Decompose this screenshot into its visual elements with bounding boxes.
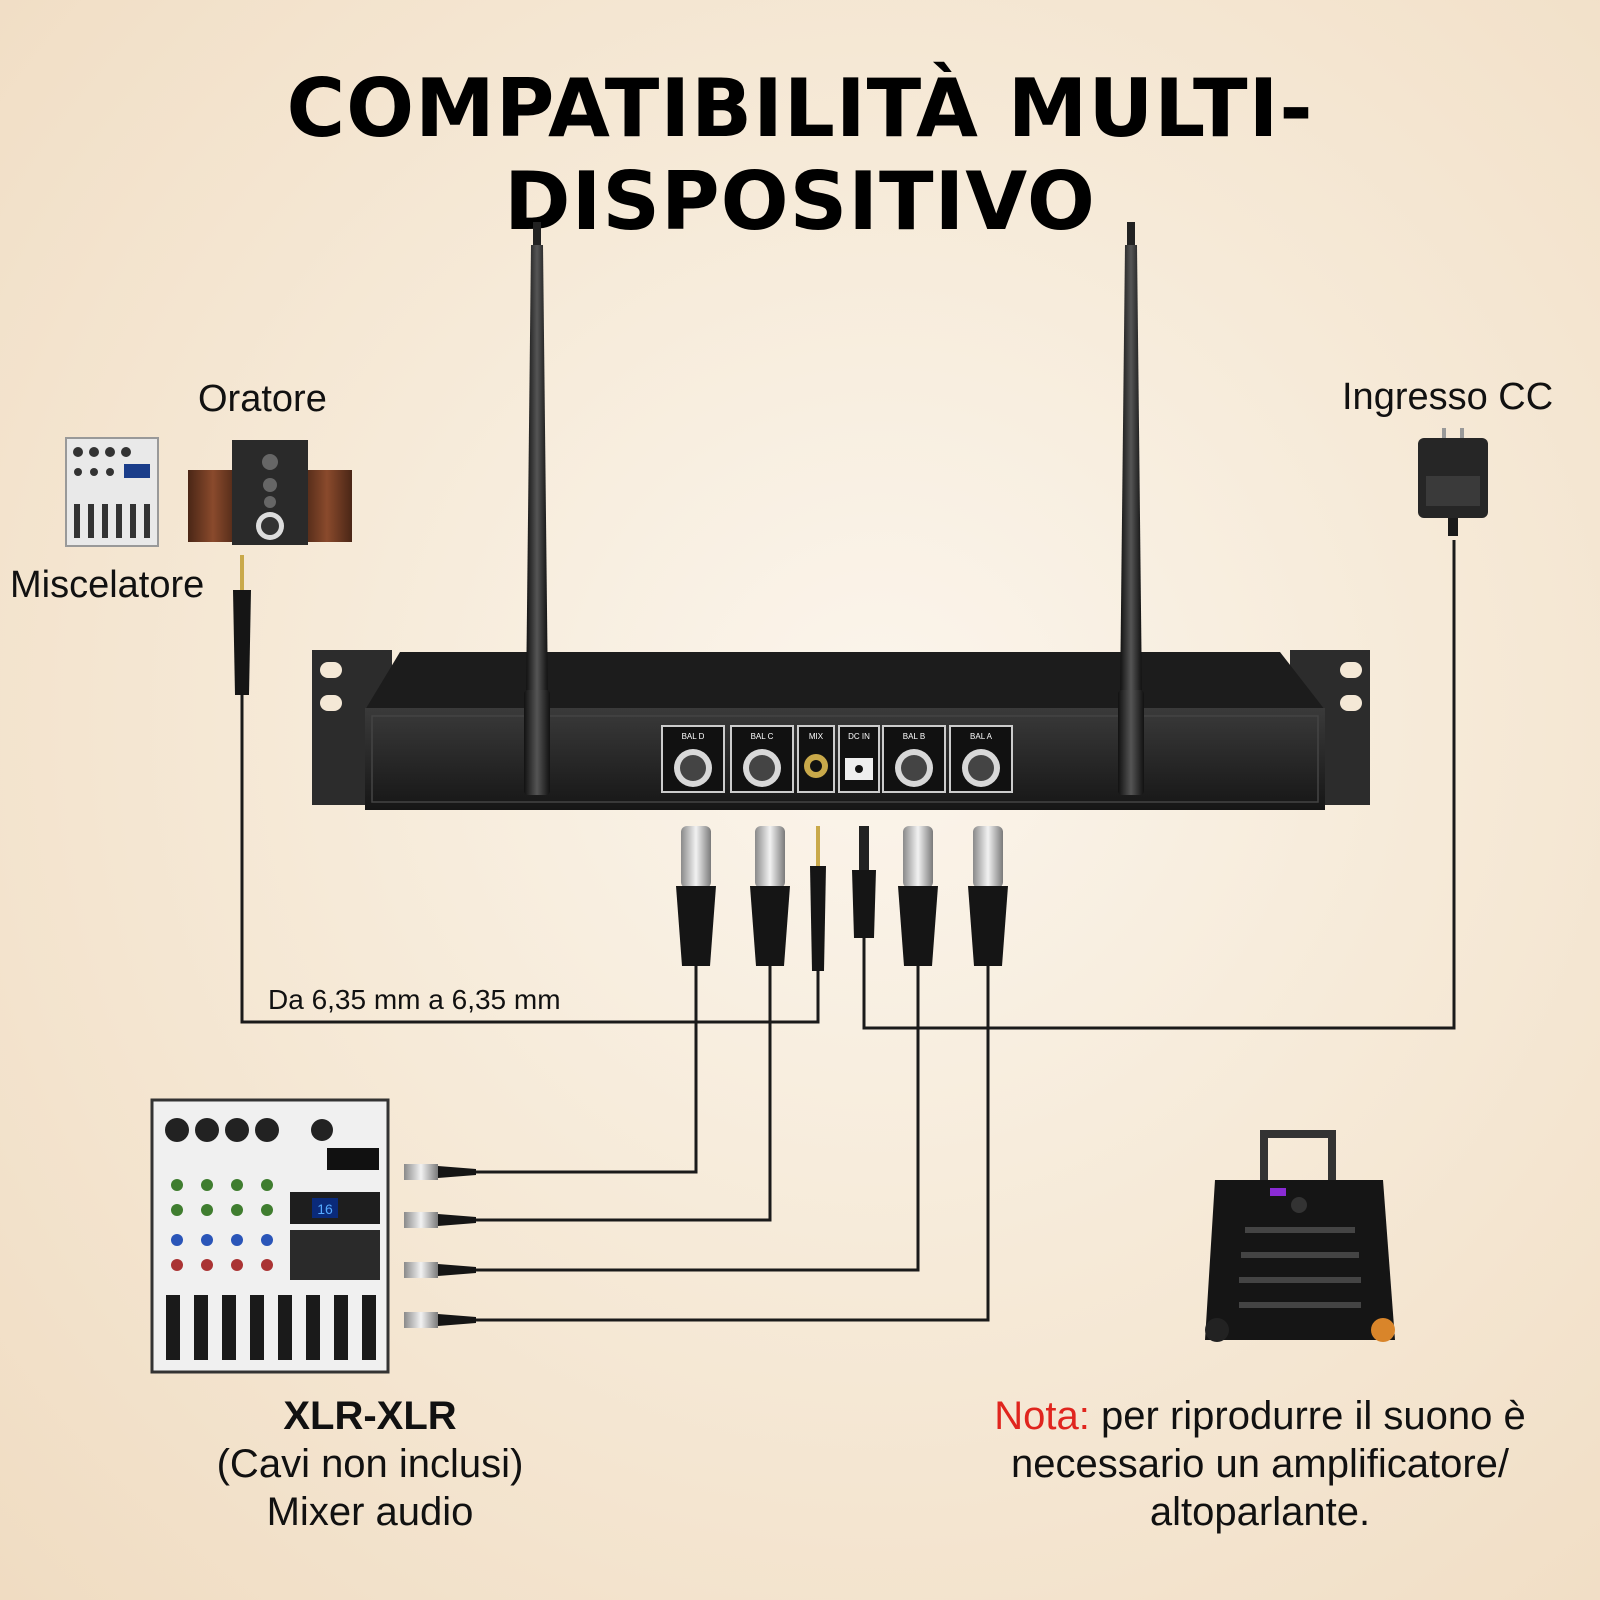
- cable-bal-c-line: [475, 965, 772, 1222]
- note-prefix: Nota:: [994, 1394, 1090, 1438]
- xlr-title: XLR-XLR: [283, 1394, 457, 1438]
- port-mix: MIX: [797, 725, 835, 793]
- xlr-plug-bal-d: [676, 826, 716, 966]
- xlr-plug-bal-b: [898, 826, 938, 966]
- jack-plug-left: [233, 555, 251, 695]
- speaker-label: Oratore: [198, 378, 327, 420]
- dc-adapter-icon: [1418, 428, 1488, 536]
- cable-dc-line: [862, 540, 1456, 1030]
- note-line2: necessario un amplificatore/: [1010, 1442, 1510, 1486]
- small-mixer-icon: [65, 437, 159, 547]
- xlr-connector-2: [404, 1212, 476, 1228]
- cable-lines: [240, 540, 1456, 1322]
- note-line3: altoparlante.: [1149, 1490, 1371, 1534]
- dc-input-label: Ingresso CC: [1342, 376, 1554, 418]
- port-dc-in-label: DC IN: [848, 732, 870, 741]
- port-dc-in: DC IN: [838, 725, 880, 793]
- mixer-display-value: 16: [317, 1201, 333, 1217]
- cable-jack-label: Da 6,35 mm a 6,35 mm: [268, 984, 561, 1015]
- port-bal-c-label: BAL C: [751, 732, 774, 741]
- audio-mixer-label: Mixer audio: [266, 1490, 474, 1534]
- dc-plug: [852, 826, 876, 938]
- xlr-connector-3: [404, 1262, 476, 1278]
- port-bal-c: BAL C: [730, 725, 794, 793]
- port-bal-b-label: BAL B: [903, 732, 925, 741]
- cable-bal-a-line: [475, 965, 990, 1322]
- xlr-plug-bal-a: [968, 826, 1008, 966]
- xlr-connector-1: [404, 1164, 476, 1180]
- speaker-system-icon: [188, 440, 352, 545]
- port-bal-d: BAL D: [661, 725, 725, 793]
- jack-plug-mix: [810, 826, 826, 971]
- xlr-subtitle: (Cavi non inclusi): [216, 1442, 524, 1486]
- antenna-left: [524, 222, 550, 795]
- audio-mixer-device: 16: [150, 1098, 390, 1374]
- antenna-right: [1118, 222, 1144, 795]
- port-bal-a-label: BAL A: [970, 732, 993, 741]
- page-title: COMPATIBILITÀ MULTI-DISPOSITIVO: [286, 62, 1314, 248]
- port-bal-a: BAL A: [949, 725, 1013, 793]
- xlr-caption: XLR-XLR (Cavi non inclusi) Mixer audio: [170, 1392, 570, 1536]
- cable-bal-b-line: [475, 965, 920, 1272]
- receiver-port-panel: BAL D BAL C MIX DC IN BAL B BAL A: [661, 725, 1013, 793]
- port-bal-d-label: BAL D: [682, 732, 705, 741]
- mixer-small-label: Miscelatore: [10, 564, 205, 606]
- note-line1: per riprodurre il suono è: [1089, 1394, 1526, 1438]
- xlr-connector-4: [404, 1312, 476, 1328]
- xlr-plug-bal-c: [750, 826, 790, 966]
- port-bal-b: BAL B: [882, 725, 946, 793]
- note-caption: Nota: per riprodurre il suono è necessar…: [960, 1392, 1560, 1536]
- xlr-mixer-connectors: [404, 1164, 476, 1328]
- portable-speaker: [1205, 1130, 1395, 1342]
- cable-bal-d-line: [475, 965, 698, 1174]
- port-mix-label: MIX: [809, 732, 824, 741]
- cable-jack-line: [240, 690, 820, 1024]
